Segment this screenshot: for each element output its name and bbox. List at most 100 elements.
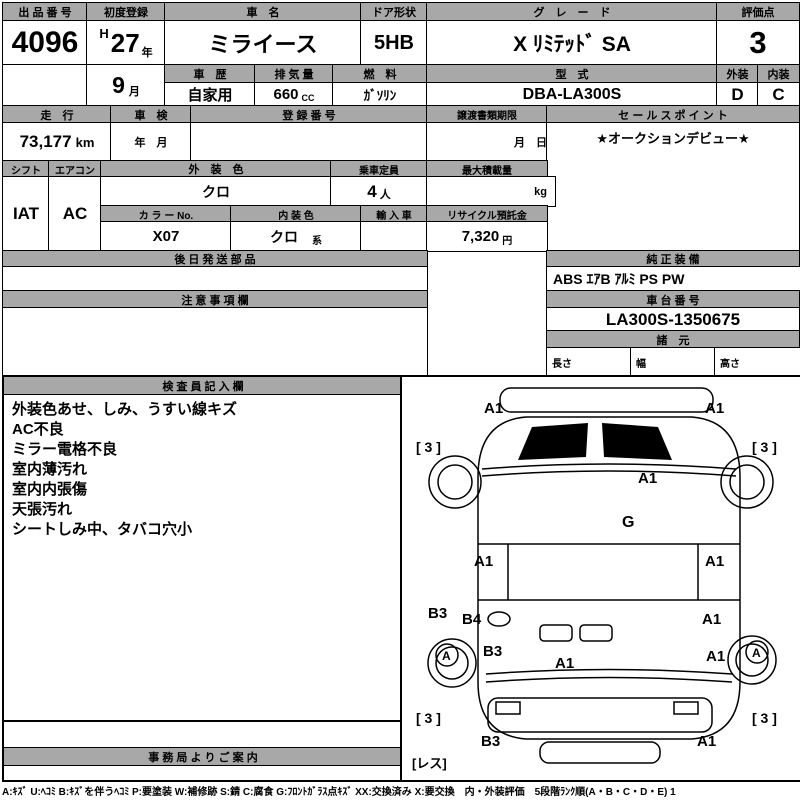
- damage-mark: B3: [481, 733, 500, 750]
- rear-window-line-1: [485, 668, 733, 675]
- inspector-notes-text: 外装色あせ、しみ、うすい線キズ AC不良 ミラー電格不良 室内薄汚れ 室内内張傷…: [4, 395, 402, 545]
- inspector-note-line: 天張汚れ: [12, 501, 73, 518]
- capacity-number: 4: [367, 181, 377, 201]
- interior-grade-label: 内装: [757, 64, 800, 84]
- circled-a-mark: A: [752, 646, 761, 660]
- tire-mark: [ 3 ]: [416, 439, 441, 455]
- rear-left-wheel: [427, 638, 477, 688]
- front-left-wheel-inner: [437, 464, 473, 500]
- rear-bumper-outline: [487, 697, 713, 733]
- score-label: 評価点: [716, 2, 800, 22]
- office-information-label: 事 務 局 よ り ご 案 内: [4, 747, 402, 766]
- car-name-label: 車 名: [164, 2, 362, 22]
- car-name-value: ミライース: [164, 20, 362, 66]
- front-right-wheel-inner: [729, 464, 765, 500]
- car-damage-diagram-box: A1 A1 [ 3 ] [ 3 ] A1 G A1 A1 B3 B4 A1 A …: [400, 375, 800, 782]
- recycle-number: 7,320: [461, 228, 500, 245]
- displacement-value: 660 CC: [254, 82, 334, 107]
- max-load-value: kg: [426, 176, 556, 207]
- rear-right-wheel-inner: [735, 643, 769, 677]
- car-body-outline: [477, 416, 741, 740]
- mileage-unit: km: [75, 134, 95, 150]
- damage-mark: A1: [638, 470, 657, 487]
- caution-notes-area: [2, 307, 428, 377]
- grade-label: グ レ ー ド: [426, 2, 718, 22]
- exterior-grade-label: 外装: [716, 64, 759, 84]
- spec-length-cell: 長さ: [546, 347, 637, 377]
- rear-left-wheel-inner: [435, 646, 469, 680]
- lot-number-value: 4096: [2, 20, 88, 66]
- interior-grade-value: C: [757, 82, 800, 107]
- transfer-deadline-value: 月 日: [426, 122, 558, 162]
- spec-width-cell: 幅: [630, 347, 721, 377]
- interior-color-suffix: 系: [312, 236, 322, 247]
- windshield-line-2: [481, 470, 737, 477]
- front-left-wheel: [428, 455, 482, 509]
- sales-point-label: セ ー ル ス ポ イ ン ト: [546, 105, 800, 124]
- score-value: 3: [716, 20, 800, 66]
- windshield-pillar-left: [518, 423, 588, 460]
- damage-spot-mark: [487, 611, 511, 627]
- front-right-wheel: [720, 455, 774, 509]
- month-number: 9: [112, 72, 125, 98]
- era-letter: H: [99, 26, 109, 41]
- displacement-unit: CC: [301, 93, 315, 103]
- circled-a-right: [745, 640, 769, 664]
- car-damage-diagram: A1 A1 [ 3 ] [ 3 ] A1 G A1 A1 B3 B4 A1 A …: [412, 387, 777, 771]
- damage-mark: A1: [697, 733, 716, 750]
- shift-value: IAT: [2, 176, 50, 252]
- tire-mark: [ 3 ]: [752, 710, 777, 726]
- year-number: 27: [110, 27, 140, 58]
- model-code-label: 型 式: [426, 64, 718, 84]
- grade-value: X ﾘﾐﾃｯﾄﾞ SA: [426, 20, 718, 66]
- headrest-right: [579, 624, 613, 642]
- sales-point-value: ★オークションデビュー★: [546, 122, 800, 257]
- later-parts-label: 後 日 発 送 部 品: [2, 250, 428, 268]
- damage-mark: A1: [706, 648, 725, 665]
- tire-mark: [ 3 ]: [752, 439, 777, 455]
- model-code-value: DBA-LA300S: [426, 82, 718, 107]
- plate-less-mark: [レス]: [412, 756, 447, 771]
- rear-right-wheel: [727, 635, 777, 685]
- damage-mark: B4: [462, 611, 482, 628]
- damage-mark: A1: [702, 611, 721, 628]
- recycle-deposit-value: 7,320 円: [426, 221, 548, 252]
- spec-height-cell: 高さ: [714, 347, 800, 377]
- displacement-number: 660: [273, 86, 299, 103]
- interior-color-value: クロ 系: [230, 221, 362, 252]
- damage-mark: B3: [483, 643, 502, 660]
- rear-window-line-2: [485, 676, 733, 683]
- import-car-value: [360, 221, 428, 252]
- capacity-value: 4 人: [330, 176, 428, 207]
- displacement-label: 排 気 量: [254, 64, 334, 84]
- legend: A:ｷｽﾞ U:ﾍｺﾐ B:ｷｽﾞを伴うﾍｺﾐ P:要塗装 W:補修跡 S:錆 …: [2, 787, 676, 798]
- inspector-note-line: 外装色あせ、しみ、うすい線キズ: [12, 401, 238, 418]
- interior-color-name: クロ: [270, 228, 298, 245]
- genuine-equipment-value: ABS ｴｱB ｱﾙﾐ PS PW: [546, 266, 800, 292]
- mileage-number: 73,177: [19, 132, 72, 151]
- damage-mark: B3: [428, 605, 447, 622]
- windshield-pillar-right: [602, 423, 672, 460]
- inspector-note-line: AC不良: [12, 421, 64, 438]
- aircon-value: AC: [48, 176, 102, 252]
- first-registration-label: 初度登録: [86, 2, 166, 22]
- front-bumper-outline: [499, 387, 714, 413]
- inspector-note-line: 室内薄汚れ: [12, 461, 88, 478]
- glass-damage-mark: G: [622, 514, 634, 531]
- later-parts-value: [2, 266, 428, 292]
- registration-number-value: [190, 122, 428, 162]
- rear-plate-outline: [539, 741, 661, 764]
- capacity-unit: 人: [379, 189, 391, 201]
- fuel-value: ｶﾞｿﾘﾝ: [332, 82, 428, 107]
- exterior-color-value: クロ: [100, 176, 332, 207]
- lot-number-label: 出 品 番 号: [2, 2, 88, 22]
- tail-light-left: [495, 701, 521, 715]
- month-unit: 月: [128, 86, 140, 98]
- inspector-notes-box: 検 査 員 記 入 欄 外装色あせ、しみ、うすい線キズ AC不良 ミラー電格不良…: [2, 375, 404, 724]
- recycle-unit: 円: [502, 236, 513, 247]
- damage-mark: A1: [705, 400, 724, 417]
- inspector-notes-label: 検 査 員 記 入 欄: [4, 377, 402, 395]
- tail-light-right: [673, 701, 699, 715]
- damage-mark: A1: [555, 655, 574, 672]
